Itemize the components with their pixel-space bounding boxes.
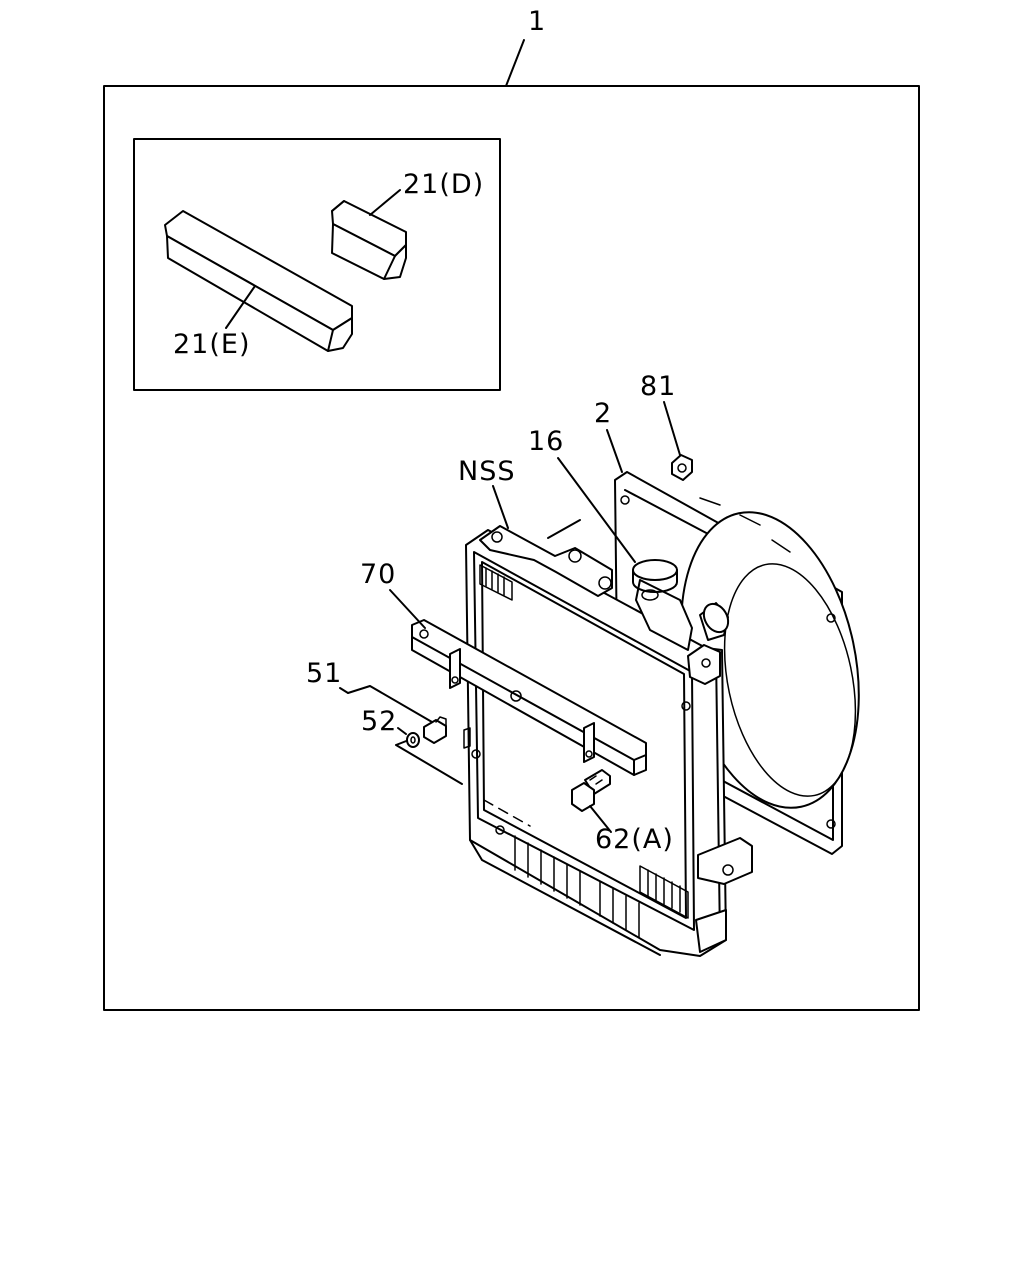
label-shroud: 2 — [594, 398, 612, 429]
cap-nut-leader-line — [663, 401, 681, 456]
radiator-cap-leader-line-2 — [547, 519, 581, 539]
bolt-group-bracket-line — [347, 685, 433, 723]
bracket-end-marker — [463, 727, 471, 749]
shroud-leader-line — [606, 429, 623, 473]
bracket-leader-line — [389, 589, 426, 629]
washer-and-bolt — [406, 716, 447, 748]
label-bracket: 70 — [360, 559, 396, 590]
nss-leader-line — [492, 485, 509, 529]
bolt-a-leader-line — [589, 805, 612, 833]
seal-inset-box — [133, 138, 501, 391]
label-seal-d: 21(D) — [403, 169, 484, 200]
bolt-a — [571, 769, 611, 812]
label-bolt-group: 51 — [306, 658, 342, 689]
label-cap-nut: 81 — [640, 371, 676, 402]
washer-leader-line — [397, 727, 407, 735]
assembly-frame — [103, 85, 920, 1011]
label-bolt-a: 62(A) — [595, 824, 674, 855]
cap-nut — [671, 454, 693, 481]
label-seal-e: 21(E) — [173, 329, 250, 360]
assembly-leader-line — [505, 39, 525, 87]
label-washer: 52 — [361, 706, 397, 737]
radiator-cap-leader-line — [557, 457, 636, 563]
bracket-rail — [411, 619, 647, 776]
seal-e-leader-line — [225, 285, 256, 329]
label-radiator-cap: 16 — [528, 426, 564, 457]
seal-block-d — [331, 200, 407, 280]
seal-bar-e — [164, 210, 353, 352]
bolt-group-bracket-line-2 — [395, 737, 463, 785]
label-assembly-1: 1 — [528, 6, 546, 37]
seal-d-leader-line — [369, 189, 401, 216]
label-nss: NSS — [458, 456, 515, 487]
bolt-group-leader-line — [339, 687, 349, 694]
